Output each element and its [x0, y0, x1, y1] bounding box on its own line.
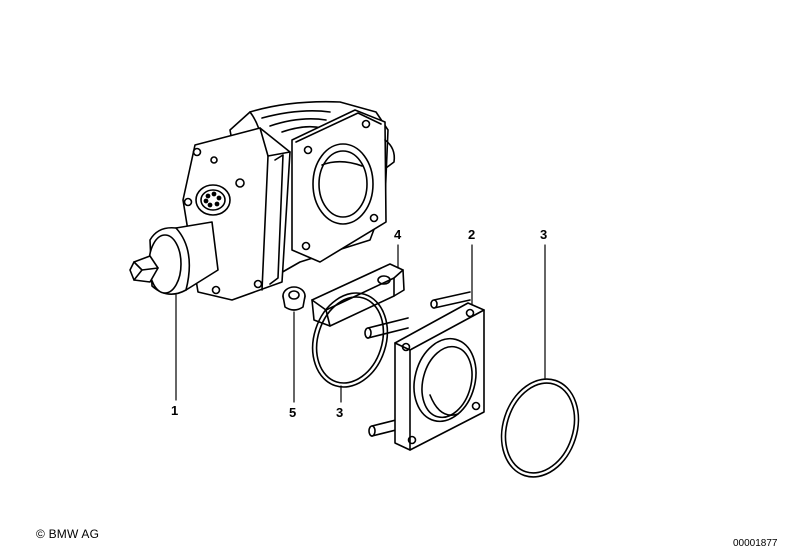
callout-part-3-left: 3: [336, 405, 344, 420]
diagram-id: 00001877: [733, 538, 778, 549]
throttle-housing-assembly: [129, 100, 396, 401]
callout-part-5: 5: [289, 405, 297, 420]
electrical-connector: [195, 184, 231, 216]
callout-part-3-right: 3: [540, 227, 548, 242]
motor-end-bolt: [129, 255, 159, 283]
callout-part-1: 1: [171, 403, 179, 418]
bracket: [311, 244, 405, 327]
housing-bore: [312, 143, 374, 225]
o-ring-right: [500, 244, 580, 478]
copyright-notice: © BMW AG: [36, 527, 100, 541]
adapter-flange: [364, 244, 485, 451]
callout-part-2: 2: [468, 227, 476, 242]
callout-part-4: 4: [394, 227, 402, 242]
nut: [282, 286, 306, 403]
o-ring-left: [311, 292, 389, 403]
